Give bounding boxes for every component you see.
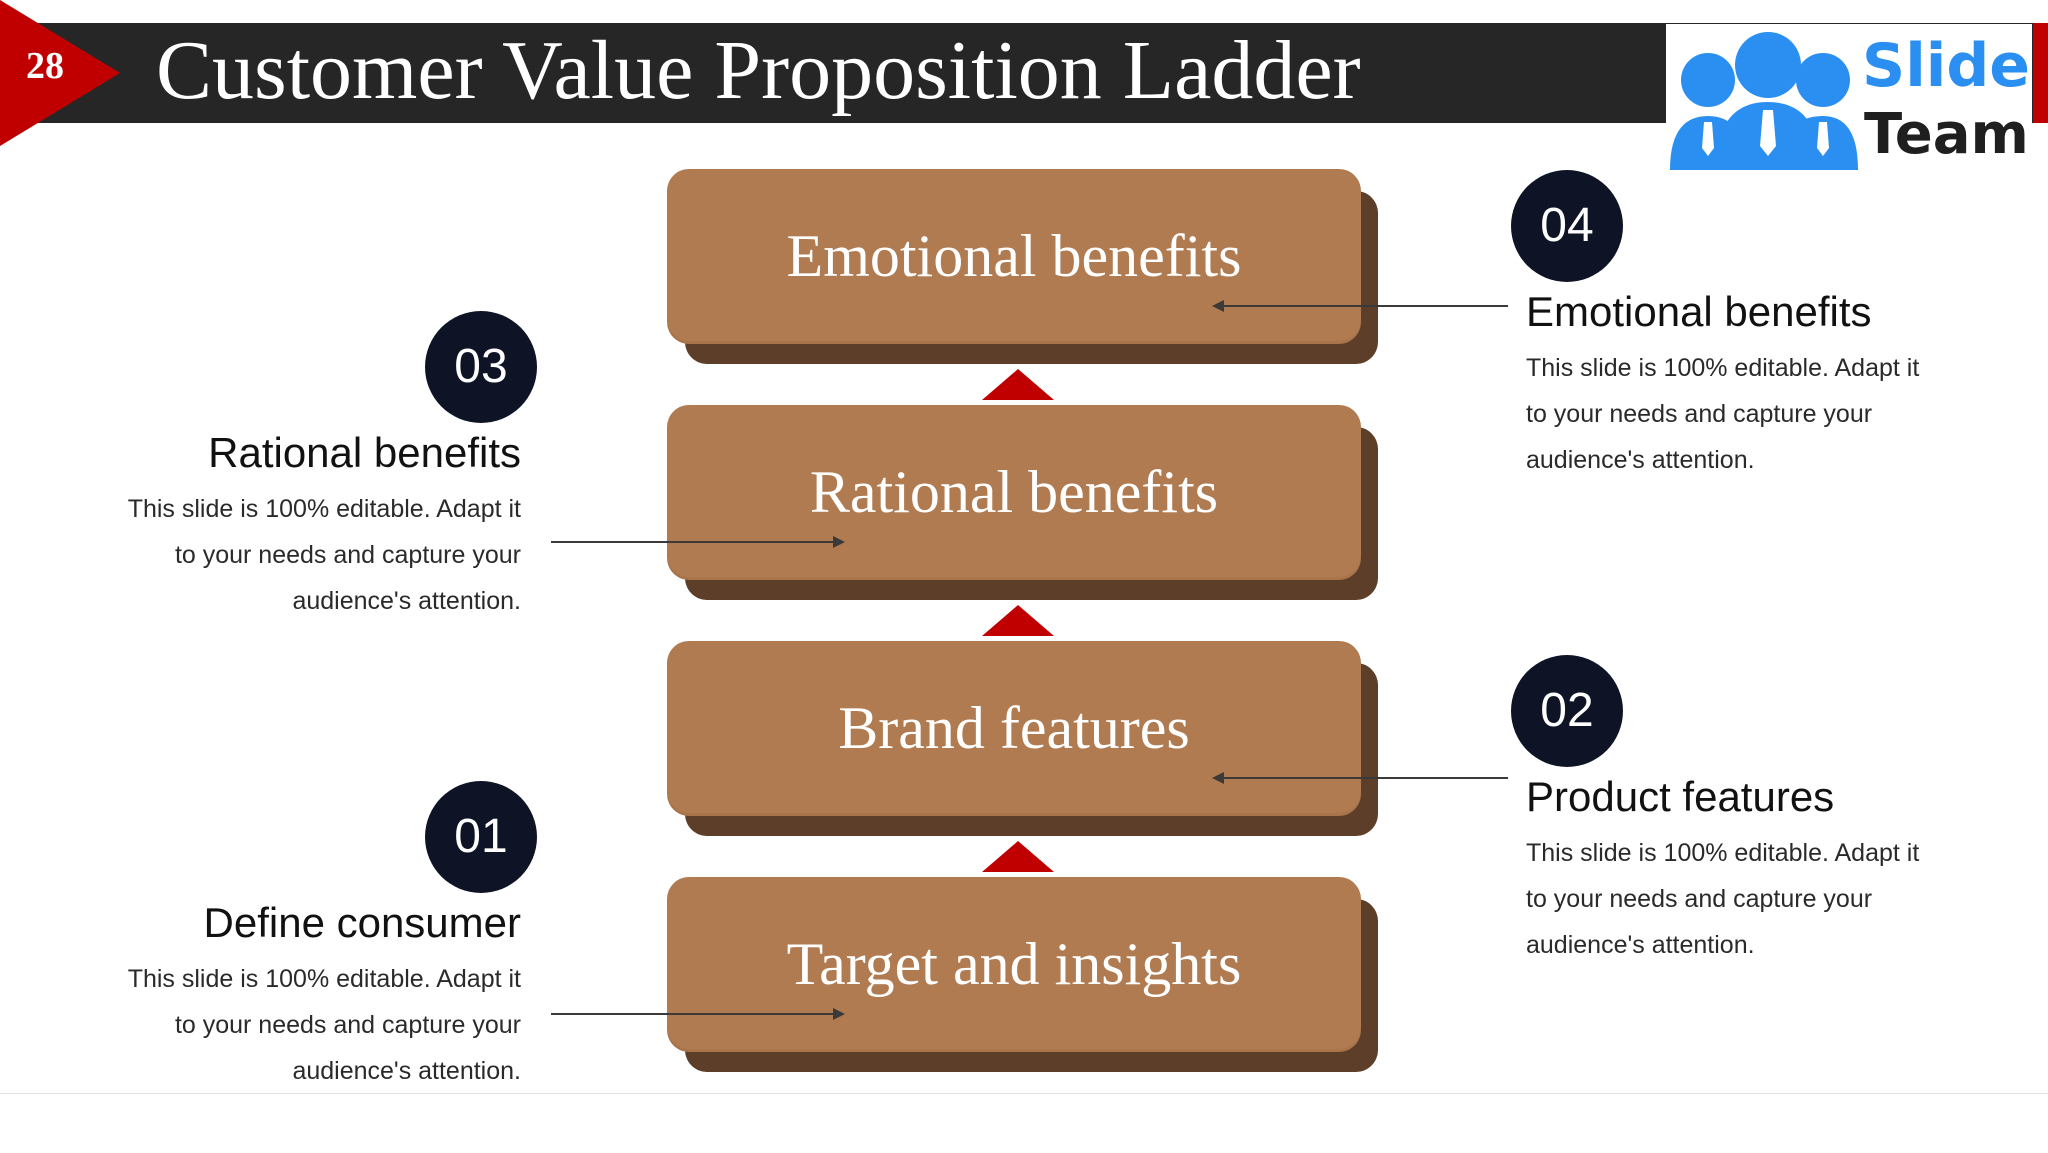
number-badge: 01: [425, 781, 537, 893]
info-title: Rational benefits: [208, 429, 521, 476]
number-badge: 02: [1511, 655, 1623, 767]
info-block-rational-benefits: Rational benefits This slide is 100% edi…: [101, 428, 521, 624]
ladder-step-emotional-benefits: Emotional benefits: [667, 169, 1380, 364]
ladder-arrow-up: [982, 605, 1054, 636]
title-bar-accent: [2033, 23, 2048, 123]
info-description: This slide is 100% editable. Adapt it to…: [1526, 839, 1920, 959]
logo-text-slide: Slide: [1862, 31, 2030, 101]
ladder-step-label: Brand features: [838, 695, 1190, 761]
slide-number: 28: [26, 45, 64, 87]
ladder-step-rational-benefits: Rational benefits: [667, 405, 1380, 600]
info-description: This slide is 100% editable. Adapt it to…: [127, 965, 521, 1085]
ladder-step-brand-features: Brand features: [667, 641, 1380, 836]
number-badge: 03: [425, 311, 537, 423]
slide-number-tab: [0, 0, 120, 146]
info-title: Product features: [1526, 773, 1835, 820]
ladder-arrow-up: [982, 841, 1054, 872]
ladder-step-label: Rational benefits: [809, 459, 1219, 525]
info-block-define-consumer: Define consumer This slide is 100% edita…: [101, 898, 521, 1094]
ladder-step-label: Target and insights: [786, 931, 1242, 997]
info-description: This slide is 100% editable. Adapt it to…: [1526, 354, 1920, 474]
people-icon: [1670, 32, 1858, 170]
ladder-step-target-and-insights: Target and insights: [667, 877, 1380, 1072]
slide: 28 Customer Value Proposition Ladder Sli…: [0, 0, 2048, 1094]
slideteam-logo: Slide Team: [1664, 24, 2034, 172]
info-block-product-features: Product features This slide is 100% edit…: [1526, 772, 1946, 968]
info-title: Define consumer: [203, 899, 521, 946]
info-title: Emotional benefits: [1526, 288, 1872, 335]
info-description: This slide is 100% editable. Adapt it to…: [127, 495, 521, 615]
page-title: Customer Value Proposition Ladder: [156, 24, 1361, 117]
ladder-step-label: Emotional benefits: [786, 223, 1242, 289]
logo-text-team: Team: [1864, 102, 2029, 167]
number-badge: 04: [1511, 170, 1623, 282]
canvas-bottom-area: [0, 1093, 2048, 1153]
info-block-emotional-benefits: Emotional benefits This slide is 100% ed…: [1526, 287, 1946, 483]
ladder-arrow-up: [982, 369, 1054, 400]
